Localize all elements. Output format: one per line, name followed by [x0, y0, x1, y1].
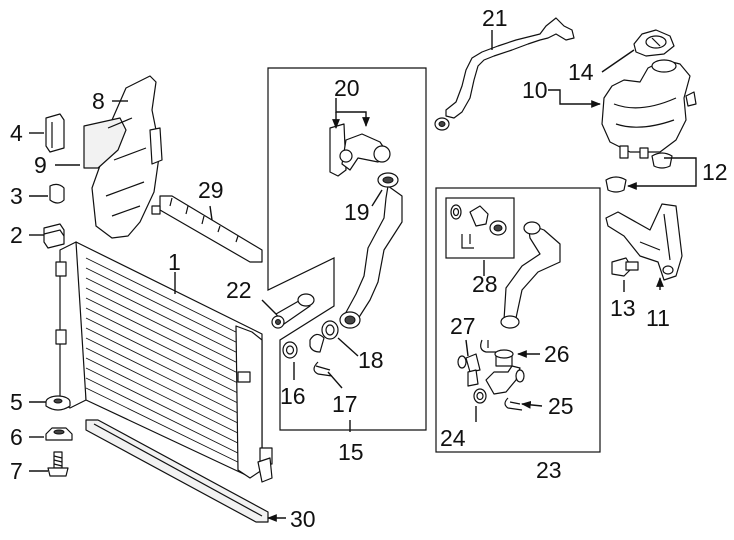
support-bracket-drawing: [151, 195, 263, 263]
seal-strip-drawing: [85, 419, 269, 523]
callout-12: 12: [702, 159, 728, 185]
coolant-pipe-drawing: [485, 349, 525, 395]
group-box-23: [435, 187, 601, 453]
callout-20: 20: [334, 75, 360, 101]
callout-5: 5: [10, 389, 23, 415]
flange-drawing: [467, 369, 479, 387]
ring-drawing: [473, 388, 487, 404]
callout-22: 22: [226, 277, 252, 303]
callout-1: 1: [168, 249, 181, 275]
radiator-drawing: [55, 241, 273, 483]
callout-11: 11: [646, 305, 670, 331]
callout-28: 28: [472, 271, 498, 297]
clip-drawing: [480, 339, 496, 353]
bracket-drawing: [45, 113, 65, 153]
callout-9: 9: [34, 152, 47, 178]
callout-30: 30: [290, 506, 316, 532]
expansion-tank-drawing: [601, 59, 697, 159]
callout-labels: 1 2 3 4 5 6 7 8 9 10 11 12 13 14 15 16 1…: [10, 5, 728, 532]
callout-7: 7: [10, 458, 23, 484]
connector-drawing: [457, 353, 481, 373]
callout-25: 25: [548, 393, 574, 419]
callout-10: 10: [522, 77, 548, 103]
leader-lines: [29, 30, 697, 522]
callout-8: 8: [92, 88, 105, 114]
callout-16: 16: [280, 383, 306, 409]
seal-kit-drawing: [450, 204, 507, 249]
fitting-drawing: [271, 293, 315, 329]
callout-23: 23: [536, 457, 562, 483]
mount-bracket-drawing: [605, 203, 683, 281]
hose-clip-drawing: [313, 361, 333, 377]
mount-cushion-drawing: [45, 395, 71, 411]
group-box-15: [267, 67, 427, 431]
bushing-drawing: [43, 223, 65, 249]
overflow-hose-drawing: [434, 17, 575, 131]
callout-14: 14: [568, 59, 594, 85]
callout-19: 19: [344, 199, 370, 225]
callout-27: 27: [450, 313, 476, 339]
clamp-drawing: [309, 320, 339, 353]
air-deflector-drawing: [83, 75, 163, 239]
group-box-28: [445, 197, 515, 259]
retainer-drawing: [504, 397, 523, 411]
o-ring-drawing: [282, 341, 298, 359]
callout-13: 13: [610, 295, 636, 321]
callout-18: 18: [358, 347, 384, 373]
reservoir-cap-drawing: [633, 29, 675, 57]
callout-24: 24: [440, 425, 466, 451]
upper-hose-drawing: [329, 123, 403, 329]
lower-hose-drawing: [500, 221, 561, 329]
insulator-drawing: [45, 427, 73, 441]
callout-6: 6: [10, 424, 23, 450]
grommet-drawing: [49, 183, 65, 204]
callout-26: 26: [544, 341, 570, 367]
callout-17: 17: [332, 391, 358, 417]
reservoir-bolt-drawing: [611, 257, 639, 277]
callout-15: 15: [338, 439, 364, 465]
callout-3: 3: [10, 183, 23, 209]
bolt-drawing: [47, 451, 69, 477]
callout-2: 2: [10, 222, 23, 248]
callout-29: 29: [198, 177, 224, 203]
callout-4: 4: [10, 120, 23, 146]
callout-21: 21: [482, 5, 508, 31]
